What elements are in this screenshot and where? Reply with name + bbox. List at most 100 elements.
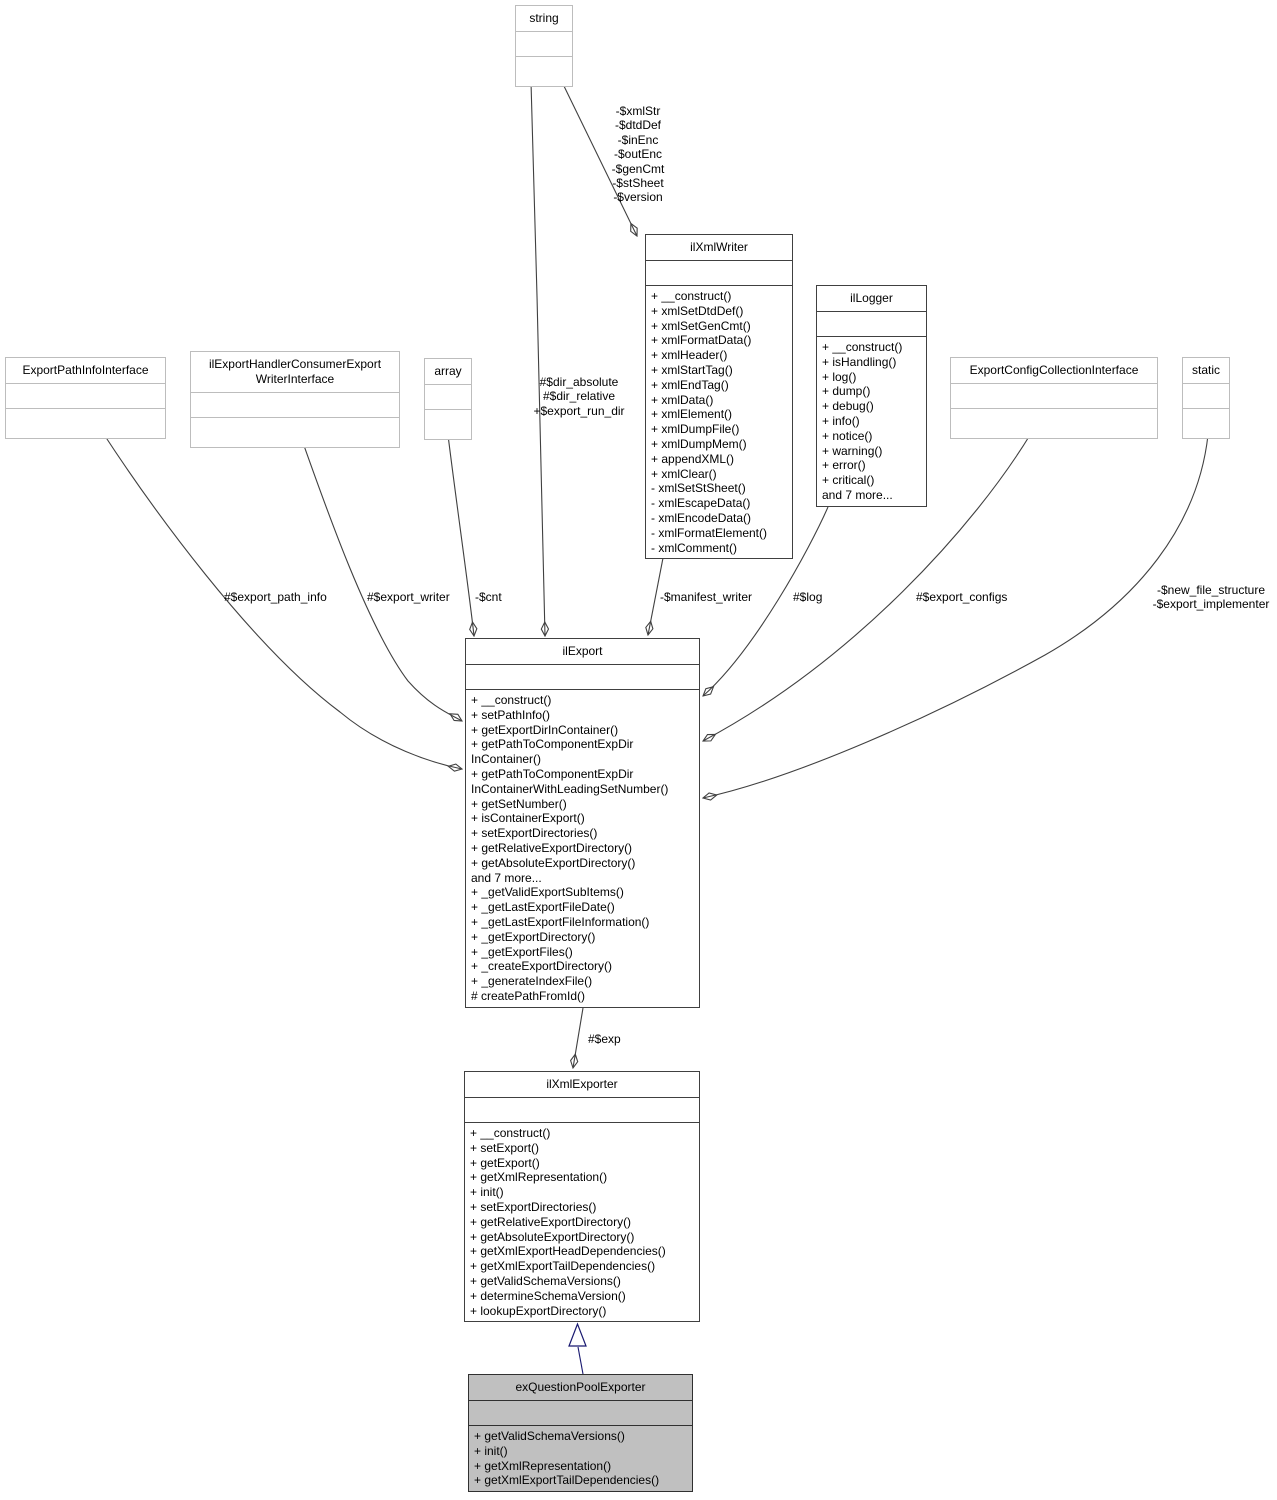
- edge-label-exp: #$exp: [588, 1032, 621, 1046]
- class-title: string: [516, 6, 572, 32]
- class-static[interactable]: static: [1182, 357, 1230, 439]
- class-member: and 7 more...: [471, 870, 542, 885]
- class-operations-compartment: + getValidSchemaVersions()+ init()+ getX…: [469, 1426, 692, 1491]
- class-member: + lookupExportDirectory(): [470, 1303, 607, 1318]
- class-operations-compartment: + __construct()+ setExport()+ getExport(…: [465, 1123, 699, 1321]
- class-member: + _getLastExportFileDate(): [471, 900, 615, 915]
- class-title: exQuestionPoolExporter: [469, 1375, 692, 1401]
- edge-exportpathinfo-to-ilexport: [102, 432, 462, 769]
- class-member: InContainer(): [471, 752, 542, 767]
- class-member: + notice(): [822, 428, 873, 443]
- class-attributes-compartment: [469, 1401, 692, 1426]
- edge-label-export-path-info: #$export_path_info: [224, 590, 327, 604]
- class-member: + getRelativeExportDirectory(): [470, 1214, 632, 1229]
- class-member: + xmlClear(): [651, 466, 717, 481]
- class-attributes-compartment: [425, 385, 471, 410]
- class-string[interactable]: string: [515, 5, 573, 87]
- edge-static-to-ilexport: [703, 434, 1209, 798]
- class-member: + _getLastExportFileInformation(): [471, 914, 650, 929]
- class-member: - xmlEncodeData(): [651, 510, 752, 525]
- class-member: # createPathFromId(): [471, 988, 586, 1003]
- class-member: - xmlEscapeData(): [651, 496, 751, 511]
- class-attributes-compartment: [646, 261, 792, 286]
- class-member: + __construct(): [651, 289, 732, 303]
- edge-string-to-ilxmlwriter: [561, 81, 637, 236]
- class-member: + __construct(): [471, 693, 552, 707]
- class-illogger[interactable]: ilLogger+ __construct()+ isHandling()+ l…: [816, 285, 927, 507]
- class-array[interactable]: array: [424, 358, 472, 440]
- class-title: ExportConfigCollectionInterface: [951, 358, 1157, 384]
- class-operations-compartment: [6, 409, 165, 438]
- class-exquestionpoolexporter[interactable]: exQuestionPoolExporter + getValidSchemaVe…: [468, 1374, 693, 1493]
- class-member: - xmlComment(): [651, 540, 737, 555]
- class-member: + getXmlExportHeadDependencies(): [470, 1244, 666, 1259]
- class-member: + xmlDumpMem(): [651, 436, 747, 451]
- class-operations-compartment: + __construct()+ xmlSetDtdDef()+ xmlSetG…: [646, 286, 792, 558]
- edge-label-cnt: -$cnt: [475, 590, 502, 604]
- class-attributes-compartment: [516, 32, 572, 57]
- class-exportpathinfointerface[interactable]: ExportPathInfoInterface: [5, 357, 166, 439]
- edge-label-log: #$log: [793, 590, 823, 604]
- class-member: + getAbsoluteExportDirectory(): [470, 1229, 635, 1244]
- class-member: + setPathInfo(): [471, 707, 551, 722]
- class-member: + getExportDirInContainer(): [471, 722, 619, 737]
- class-member: + getExport(): [470, 1155, 540, 1170]
- class-member: InContainerWithLeadingSetNumber(): [471, 781, 669, 796]
- class-member: + isHandling(): [822, 354, 897, 369]
- edge-label-new-file-structure: -$new_file_structure -$export_implemente…: [1152, 583, 1270, 612]
- class-member: + getSetNumber(): [471, 796, 567, 811]
- edge-ilexporthandler-to-ilexport: [301, 439, 462, 721]
- class-member: + xmlDumpFile(): [651, 422, 740, 437]
- class-member: + getValidSchemaVersions(): [470, 1273, 621, 1288]
- class-member: + log(): [822, 369, 857, 384]
- class-ilxmlexporter[interactable]: ilXmlExporter + __construct()+ setExport(…: [464, 1071, 700, 1323]
- class-exportconfigcollectioninterface[interactable]: ExportConfigCollectionInterface: [950, 357, 1158, 439]
- edge-label-xmlwriter-fields: -$xmlStr -$dtdDef -$inEnc -$outEnc -$gen…: [611, 104, 665, 205]
- class-member: + isContainerExport(): [471, 811, 585, 826]
- class-ilexport[interactable]: ilExport+ __construct()+ setPathInfo()+ …: [465, 638, 700, 1008]
- class-member: + appendXML(): [651, 451, 735, 466]
- inheritance-arrow-icon: [568, 1322, 587, 1347]
- edge-string-to-ilexport: [530, 81, 545, 636]
- edge-array-to-ilexport: [447, 434, 474, 636]
- edge-ilexport-to-ilxmlexporter: [573, 1007, 584, 1068]
- class-member: + xmlSetDtdDef(): [651, 303, 744, 318]
- class-member: + getXmlExportTailDependencies(): [474, 1473, 660, 1488]
- class-member: + getValidSchemaVersions(): [474, 1429, 625, 1443]
- class-title: array: [425, 359, 471, 385]
- class-member: + xmlStartTag(): [651, 362, 733, 377]
- edge-illogger-to-ilexport: [703, 506, 829, 696]
- class-member: + _getValidExportSubItems(): [471, 885, 624, 900]
- class-member: + init(): [474, 1443, 508, 1458]
- class-title: ilXmlExporter: [465, 1072, 699, 1098]
- class-operations-compartment: [951, 409, 1157, 438]
- class-member: + init(): [470, 1185, 504, 1200]
- class-member: + getPathToComponentExpDir: [471, 737, 634, 752]
- class-title: static: [1183, 358, 1229, 384]
- edge-label-export-configs: #$export_configs: [916, 590, 1008, 604]
- class-member: + getXmlExportTailDependencies(): [470, 1259, 656, 1274]
- class-attributes-compartment: [951, 384, 1157, 409]
- class-attributes-compartment: [191, 393, 399, 418]
- class-operations-compartment: [425, 410, 471, 439]
- class-member: + xmlElement(): [651, 407, 733, 422]
- class-member: + _createExportDirectory(): [471, 959, 613, 974]
- class-member: + getRelativeExportDirectory(): [471, 840, 633, 855]
- class-member: + setExport(): [470, 1140, 540, 1155]
- class-ilxmlwriter[interactable]: ilXmlWriter+ __construct()+ xmlSetDtdDef…: [645, 234, 793, 560]
- class-member: and 7 more...: [822, 487, 893, 502]
- class-member: + xmlData(): [651, 392, 714, 407]
- class-operations-compartment: + __construct()+ setPathInfo()+ getExpor…: [466, 690, 699, 1007]
- class-member: + info(): [822, 413, 860, 428]
- class-operations-compartment: [516, 57, 572, 86]
- edge-ilxmlwriter-to-ilexport: [648, 557, 664, 635]
- class-member: + _getExportFiles(): [471, 944, 573, 959]
- edge-exquestionpoolexporter-inherits-ilxmlexporter: [577, 1346, 584, 1375]
- class-title: ilLogger: [817, 286, 926, 312]
- class-member: + dump(): [822, 384, 871, 399]
- class-ilexporthandler[interactable]: ilExportHandlerConsumerExport WriterInte…: [190, 351, 400, 448]
- class-attributes-compartment: [6, 384, 165, 409]
- class-member: + getXmlRepresentation(): [474, 1458, 612, 1473]
